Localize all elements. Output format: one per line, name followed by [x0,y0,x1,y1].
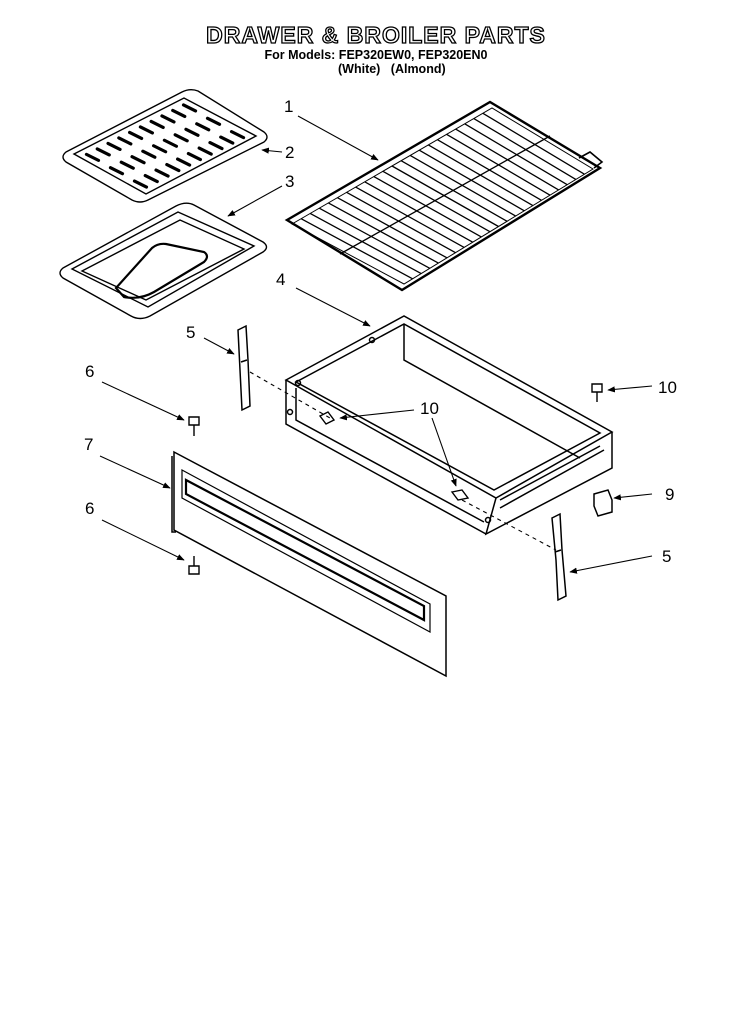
callout-1: 1 [284,97,293,116]
drawer-glide-right-part [551,512,567,602]
rack-bar [409,154,517,217]
callout-7: 7 [84,435,93,454]
callout-2: 2 [285,143,294,162]
glide-bracket-part [593,489,613,517]
callout-10-center: 10 [420,399,439,418]
rack-bar [300,218,413,280]
grid-slot [219,135,235,145]
grid-slot [128,130,144,141]
models-line: For Models: FEP320EW0, FEP320EN0 [264,48,488,62]
variant-white: (White) [338,62,381,76]
grid-slot [149,119,165,130]
grid-slot [186,151,202,162]
rack-bar [346,191,456,254]
callout-labels: 1 2 3 4 5 5 6 6 7 9 10 10 [84,97,677,566]
grid-slot [229,130,246,140]
drawer-front-panel-part [171,450,447,678]
callout-5-left: 5 [186,323,195,342]
screw-top-part [188,416,200,436]
grid-slot [132,179,149,189]
grid-slot [165,162,181,173]
rack-bar [391,165,499,228]
grid-slot [106,141,122,151]
grid-slot [154,168,170,178]
callout-6-top: 6 [85,362,94,381]
grid-slot [205,116,222,126]
broiler-pan-part [59,202,268,320]
rack-bar [400,160,508,222]
grid-slot [197,146,213,156]
grid-slot [181,103,198,113]
grid-slot [152,144,168,154]
rack-bar [473,117,577,181]
screw-drawer-center-part [450,489,470,501]
rack-bar [355,186,465,248]
drawer-glide-left-part [237,324,251,412]
rack-bar [364,181,474,243]
screw-drawer-left-part [318,411,336,425]
grid-slot [130,155,146,165]
rack-bar [382,170,491,233]
grid-slot [119,160,135,170]
rack-bar [482,112,585,175]
grid-slot [117,136,133,146]
grid-slot [184,127,200,137]
drawer-body-part [284,315,614,536]
grid-slot [138,125,154,135]
callout-10-right: 10 [658,378,677,397]
callout-3: 3 [285,172,294,191]
rack-bar [328,202,439,264]
grid-slot [195,122,211,132]
grid-slot [108,166,125,176]
callout-4: 4 [276,270,285,289]
oven-rack-part [284,100,604,292]
grid-slot [208,141,224,151]
screw-bottom-part [188,556,200,575]
grid-slot [84,152,101,162]
callout-9: 9 [665,485,674,504]
broiler-grid-part [62,89,268,203]
page-title: DRAWER & BROILER PARTS [205,21,546,48]
rack-bar [464,123,568,186]
grid-slot [141,149,157,159]
model-variants: (White) (Almond) [338,62,446,76]
grid-slot [160,114,176,124]
variant-almond: (Almond) [390,62,446,76]
grid-slot [173,133,189,143]
leader-lines [99,115,653,574]
rack-bar [309,212,422,275]
callout-5-right: 5 [662,547,671,566]
grid-slot [143,173,159,184]
grid-slot [162,138,178,148]
screw-drawer-right-part [591,383,603,402]
grid-slot [95,147,111,157]
rack-bar [318,207,431,269]
alignment-lines [249,371,557,551]
rack-bar [337,197,448,259]
grid-slot [171,108,187,119]
callout-6-bottom: 6 [85,499,94,518]
rack-bar [373,175,482,238]
grid-slot [176,157,192,167]
